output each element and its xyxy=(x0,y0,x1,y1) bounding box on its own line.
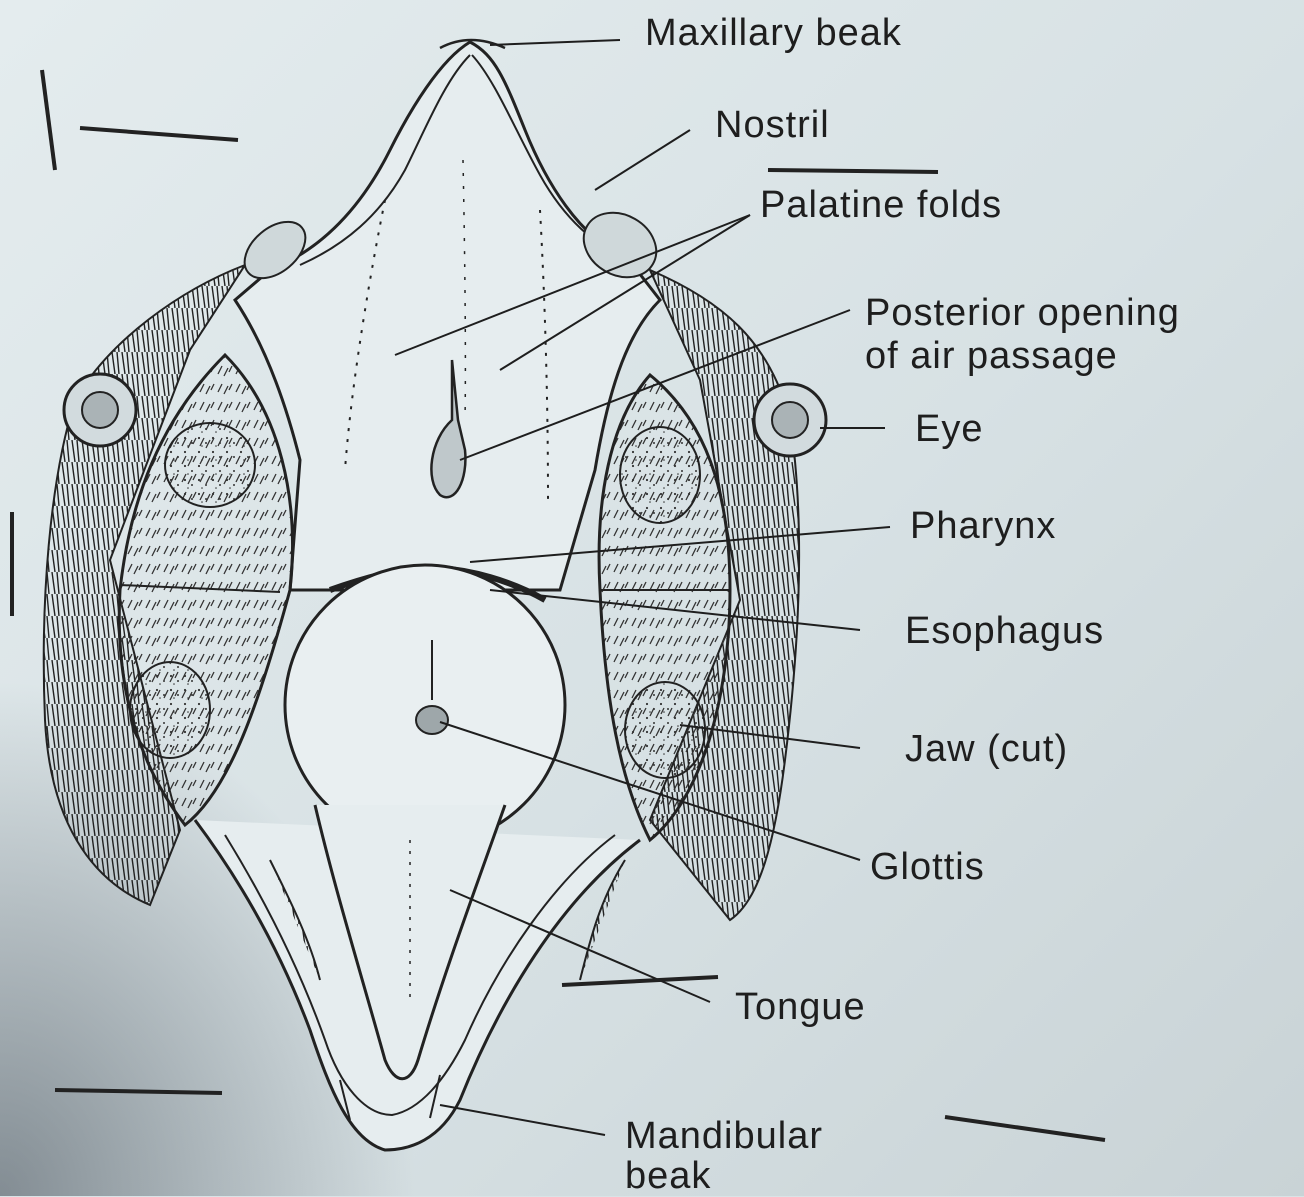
label-eye: Eye xyxy=(915,408,983,450)
label-mandibular-beak-line1: Mandibular xyxy=(625,1115,823,1157)
label-tongue: Tongue xyxy=(735,986,866,1028)
label-pharynx: Pharynx xyxy=(910,505,1056,547)
upper-palate xyxy=(235,42,660,590)
label-glottis: Glottis xyxy=(870,846,985,888)
label-nostril: Nostril xyxy=(715,104,830,146)
label-posterior-opening-line1: Posterior opening xyxy=(865,292,1180,334)
tongue-base xyxy=(285,565,565,845)
label-maxillary-beak: Maxillary beak xyxy=(645,12,902,54)
glottis xyxy=(416,706,448,734)
label-mandibular-beak-line2: beak xyxy=(625,1155,711,1197)
label-jaw-cut: Jaw (cut) xyxy=(905,728,1068,770)
label-esophagus: Esophagus xyxy=(905,610,1104,652)
label-palatine-folds: Palatine folds xyxy=(760,184,1002,226)
label-posterior-opening-line2: of air passage xyxy=(865,335,1118,377)
